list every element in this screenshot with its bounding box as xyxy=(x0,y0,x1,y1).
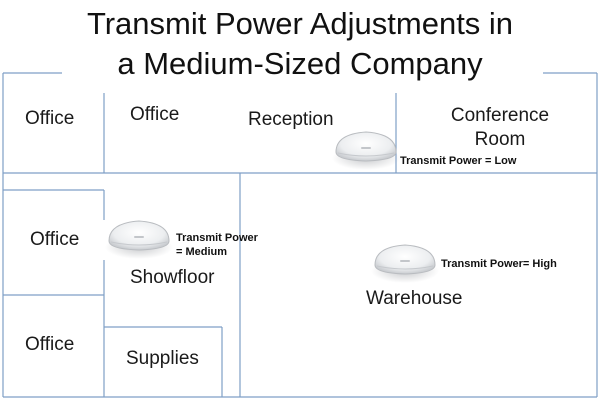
transmit-power-label-high: Transmit Power= High xyxy=(441,258,557,270)
room-label-office: Office xyxy=(130,104,180,125)
room-label-office: Office xyxy=(25,108,75,129)
room-label-conference-room: Conference Room xyxy=(430,104,570,152)
room-label-reception: Reception xyxy=(248,109,334,130)
transmit-power-label-medium-line2: = Medium xyxy=(176,246,228,258)
access-point-showfloor xyxy=(104,220,174,260)
room-label-office: Office xyxy=(30,229,80,250)
access-point-reception xyxy=(331,131,401,171)
room-label-conference-line2: Room xyxy=(474,129,526,150)
room-label-supplies: Supplies xyxy=(126,348,199,369)
access-point-warehouse xyxy=(370,244,440,284)
room-label-warehouse: Warehouse xyxy=(366,288,463,309)
walls xyxy=(2,72,598,398)
transmit-power-label-medium-line1: Transmit Power xyxy=(176,232,258,244)
room-label-office: Office xyxy=(25,334,75,355)
transmit-power-label-low: Transmit Power = Low xyxy=(400,155,517,167)
diagram-title-line2: a Medium-Sized Company xyxy=(117,46,483,81)
diagram-title: Transmit Power Adjustments in a Medium-S… xyxy=(0,4,600,84)
room-label-showfloor: Showfloor xyxy=(130,267,215,288)
room-label-conference-line1: Conference xyxy=(450,105,550,126)
transmit-power-label-medium: Transmit Power = Medium xyxy=(176,231,258,259)
diagram-title-line1: Transmit Power Adjustments in xyxy=(86,6,514,41)
